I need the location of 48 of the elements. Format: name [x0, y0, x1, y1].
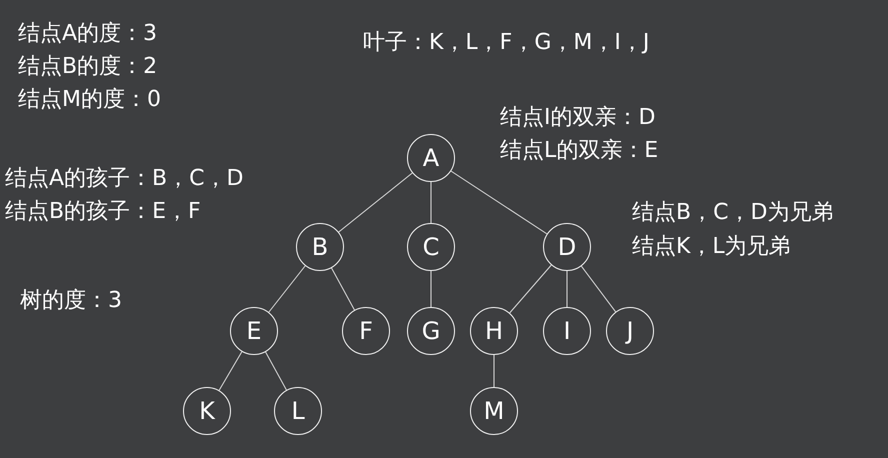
- note-text: 结点A的孩子：B，C，D: [5, 166, 244, 192]
- node-label: F: [359, 317, 373, 345]
- node-label: A: [422, 144, 440, 172]
- tree-node-circle: [274, 387, 322, 435]
- connector-line: [566, 270, 568, 308]
- note-text: 结点M的度：0: [18, 87, 161, 113]
- connector-line: [509, 264, 552, 314]
- note-text: 结点B的孩子：E，F: [5, 199, 201, 225]
- node-label: L: [291, 397, 305, 425]
- node-label: E: [246, 317, 262, 345]
- connector-line: [430, 182, 432, 224]
- connector-line: [580, 266, 616, 312]
- connector-line: [218, 351, 242, 391]
- connector-line: [265, 352, 287, 390]
- tree-node-circle: [407, 134, 455, 182]
- note-text: 结点K，L为兄弟: [632, 234, 791, 260]
- node-label: J: [626, 317, 634, 345]
- node-label: B: [312, 233, 328, 261]
- tree-node-circle: [470, 387, 518, 435]
- connector-line: [338, 172, 413, 232]
- note-text: 结点B，C，D为兄弟: [632, 200, 834, 226]
- note-text: 结点I的双亲：D: [500, 105, 656, 131]
- node-label: D: [558, 233, 576, 261]
- tree-node-circle: [183, 387, 231, 435]
- note-text: 叶子：K，L，F，G，M，I，J: [363, 30, 650, 56]
- tree-node-circle: [543, 223, 591, 271]
- connector-line: [450, 170, 548, 234]
- node-label: C: [422, 233, 440, 261]
- tree-node-circle: [296, 223, 344, 271]
- tree-node-circle: [230, 307, 278, 355]
- node-label: H: [484, 317, 504, 345]
- node-label: I: [563, 317, 571, 345]
- tree-node-circle: [543, 307, 591, 355]
- connector-line: [331, 268, 355, 310]
- tree-node-circle: [342, 307, 390, 355]
- tree-node-circle: [407, 223, 455, 271]
- note-text: 结点L的双亲：E: [500, 138, 658, 164]
- tree-node-circle: [606, 307, 654, 355]
- note-text: 结点A的度：3: [18, 21, 158, 47]
- node-label: M: [484, 397, 504, 425]
- note-text: 结点B的度：2: [18, 54, 158, 80]
- note-text: 树的度：3: [20, 288, 122, 314]
- node-label: G: [422, 317, 440, 345]
- node-label: K: [199, 397, 215, 425]
- connector-line: [430, 270, 432, 308]
- tree-node-circle: [407, 307, 455, 355]
- tree-node-circle: [470, 307, 518, 355]
- connector-line: [268, 265, 306, 313]
